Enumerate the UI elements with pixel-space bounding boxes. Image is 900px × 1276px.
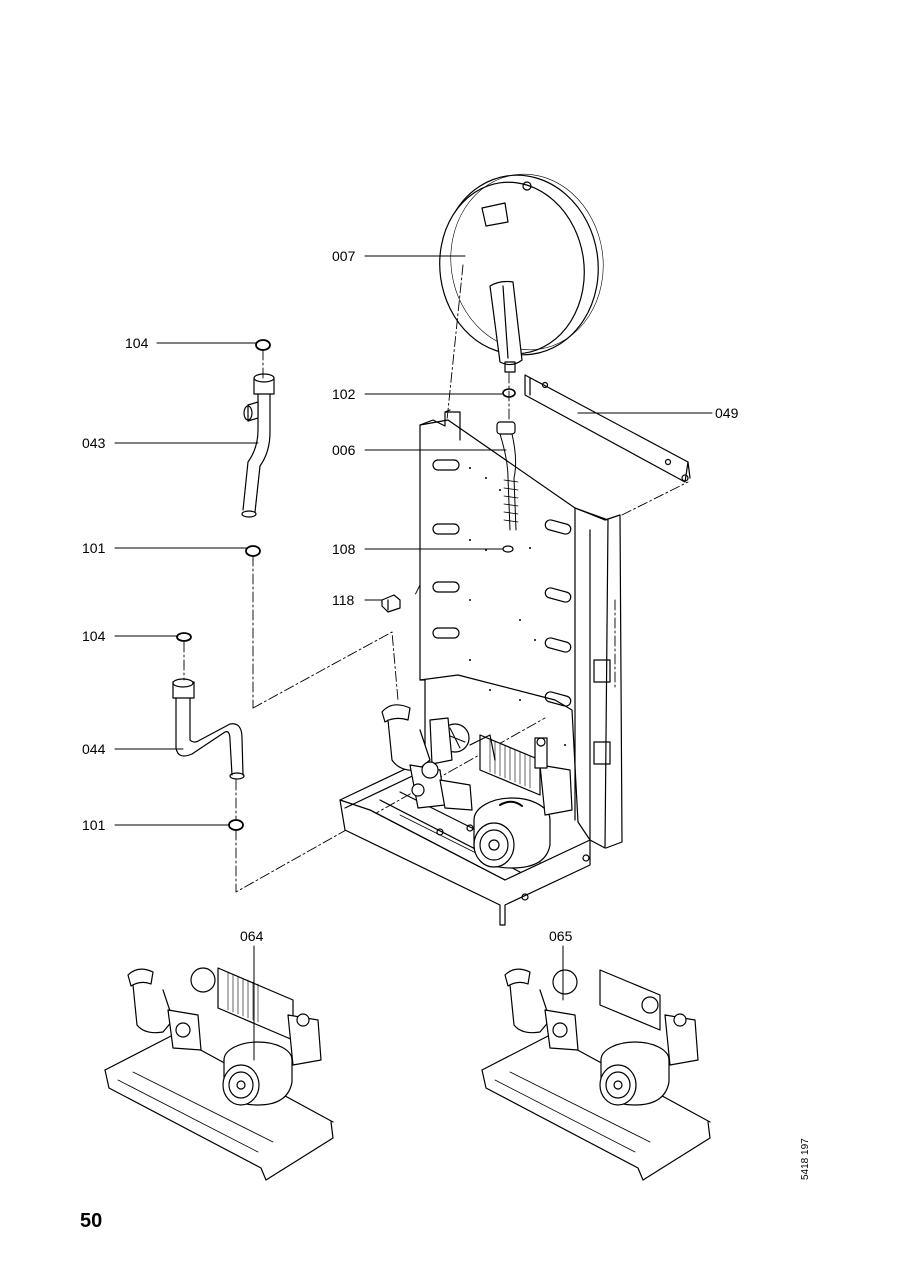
- label-049: 049: [715, 405, 739, 421]
- label-065: 065: [549, 928, 573, 944]
- boiler-back-frame: [419, 409, 623, 849]
- hydraulic-unit-variant-064: [104, 967, 334, 1181]
- leader-lines: [114, 255, 713, 1061]
- mounting-bar-049: [524, 374, 691, 483]
- label-102: 102: [332, 386, 356, 402]
- clip-118: [381, 594, 401, 613]
- expansion-vessel-007: [439, 173, 604, 373]
- hydraulic-unit-variant-065: [481, 968, 711, 1181]
- label-007: 007: [332, 248, 356, 264]
- page-number: 50: [80, 1210, 103, 1232]
- label-118: 118: [332, 592, 355, 608]
- hose-006: [496, 421, 519, 531]
- hydraulic-unit: [339, 704, 591, 926]
- label-043: 043: [82, 435, 106, 451]
- label-006: 006: [332, 442, 356, 458]
- label-104-top: 104: [125, 335, 149, 351]
- label-101-top: 101: [82, 540, 106, 556]
- label-064: 064: [240, 928, 264, 944]
- label-108: 108: [332, 541, 356, 557]
- label-104-bottom: 104: [82, 628, 106, 644]
- label-101-bottom: 101: [82, 817, 106, 833]
- pipe-043: [241, 339, 275, 557]
- assembly-lines: [183, 264, 689, 893]
- document-code: 5418 197: [800, 1138, 811, 1180]
- label-044: 044: [82, 741, 106, 757]
- seal-108: [502, 545, 514, 553]
